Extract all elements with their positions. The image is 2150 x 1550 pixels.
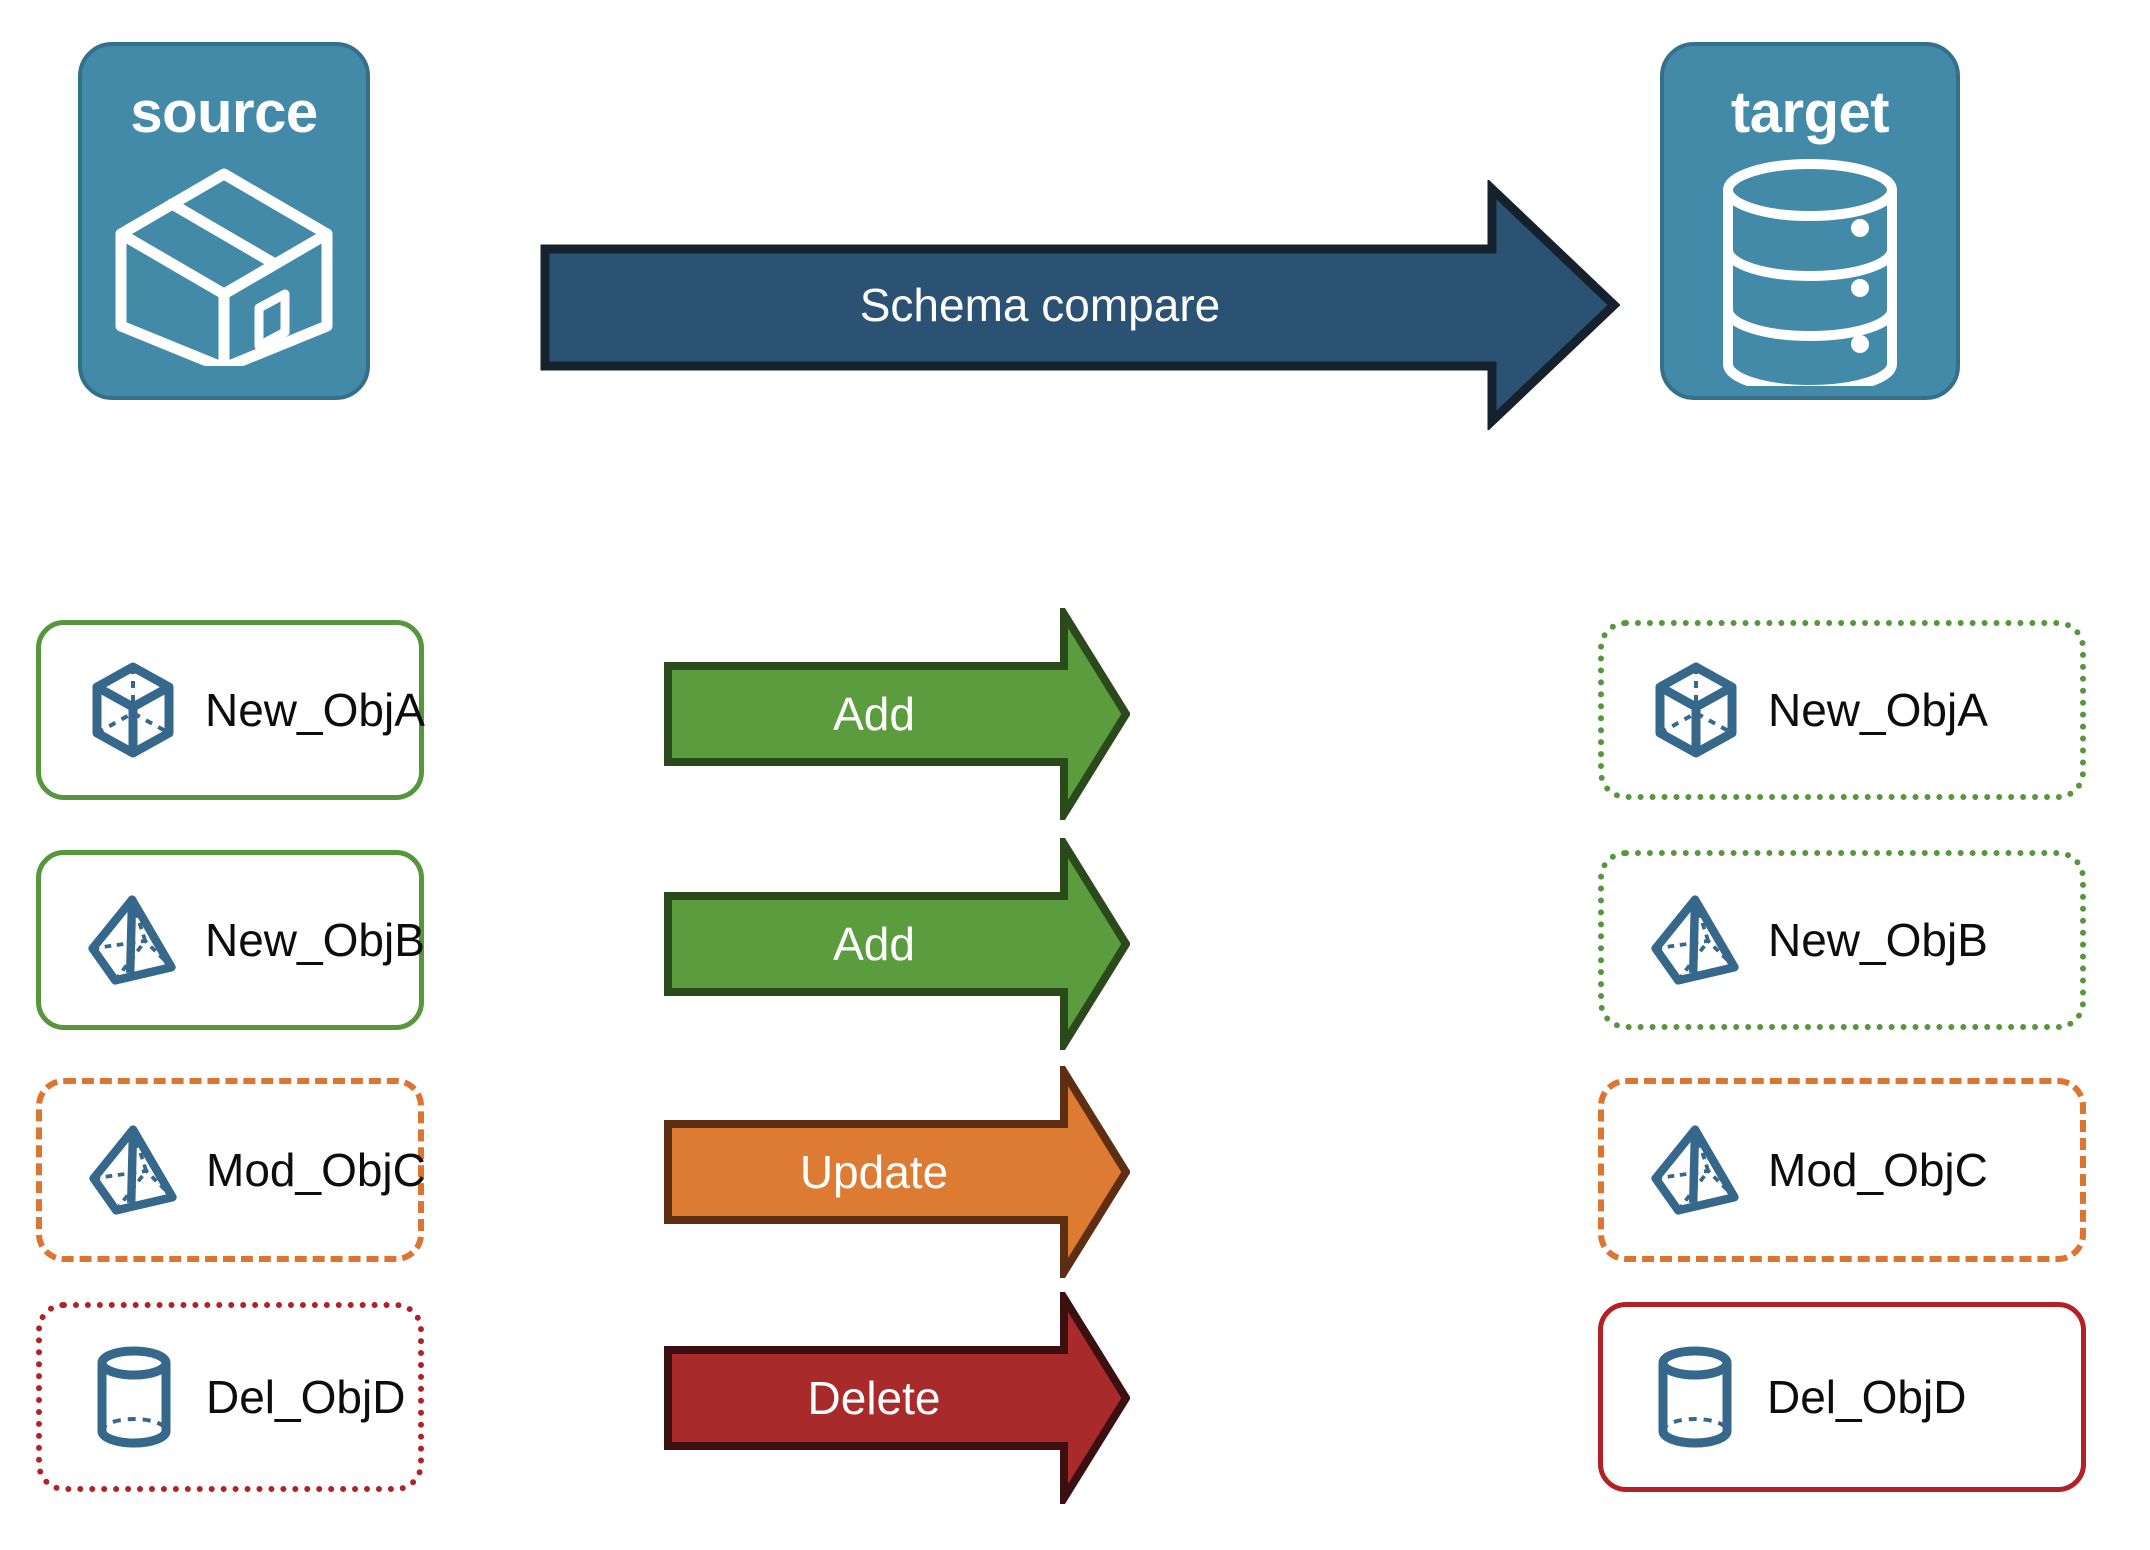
source-object-label: New_ObjB — [205, 914, 425, 966]
source-object-card[interactable]: New_ObjB — [36, 850, 425, 1030]
wireframe-cube-icon — [1650, 661, 1742, 759]
source-object-card[interactable]: Mod_ObjC — [36, 1078, 426, 1262]
package-box-icon — [109, 156, 339, 374]
source-object-label: Del_ObjD — [206, 1371, 406, 1423]
target-object-card[interactable]: New_ObjB — [1598, 850, 2086, 1030]
wireframe-pyramid-icon — [1650, 891, 1742, 989]
target-object-label: New_ObjB — [1768, 914, 1988, 966]
database-stack-icon — [1715, 156, 1905, 395]
target-object-card[interactable]: Mod_ObjC — [1598, 1078, 2086, 1262]
target-object-card[interactable]: New_ObjA — [1598, 620, 2086, 800]
wireframe-cylinder-icon — [1649, 1345, 1741, 1449]
target-object-card[interactable]: Del_ObjD — [1598, 1302, 2086, 1492]
target-title: target — [1730, 80, 1890, 145]
delete-action-arrow — [664, 1283, 1131, 1513]
target-object-label: Del_ObjD — [1767, 1371, 1967, 1423]
source-endpoint-card: source — [78, 42, 370, 400]
schema-compare-arrow — [540, 178, 1621, 432]
wireframe-pyramid-icon — [87, 891, 179, 989]
target-object-label: Mod_ObjC — [1768, 1144, 1988, 1196]
source-object-card[interactable]: New_ObjA — [36, 620, 425, 800]
source-title: source — [130, 80, 318, 145]
add-action-arrow — [664, 599, 1131, 829]
wireframe-cylinder-icon — [88, 1345, 180, 1449]
wireframe-pyramid-icon — [1650, 1121, 1742, 1219]
add-action-arrow — [664, 829, 1131, 1059]
update-action-arrow — [664, 1057, 1131, 1287]
source-object-label: New_ObjA — [205, 684, 425, 736]
source-object-card[interactable]: Del_ObjD — [36, 1302, 424, 1492]
wireframe-cube-icon — [87, 661, 179, 759]
target-endpoint-card: target — [1660, 42, 1960, 400]
source-object-label: Mod_ObjC — [206, 1144, 426, 1196]
wireframe-pyramid-icon — [88, 1121, 180, 1219]
target-object-label: New_ObjA — [1768, 684, 1988, 736]
